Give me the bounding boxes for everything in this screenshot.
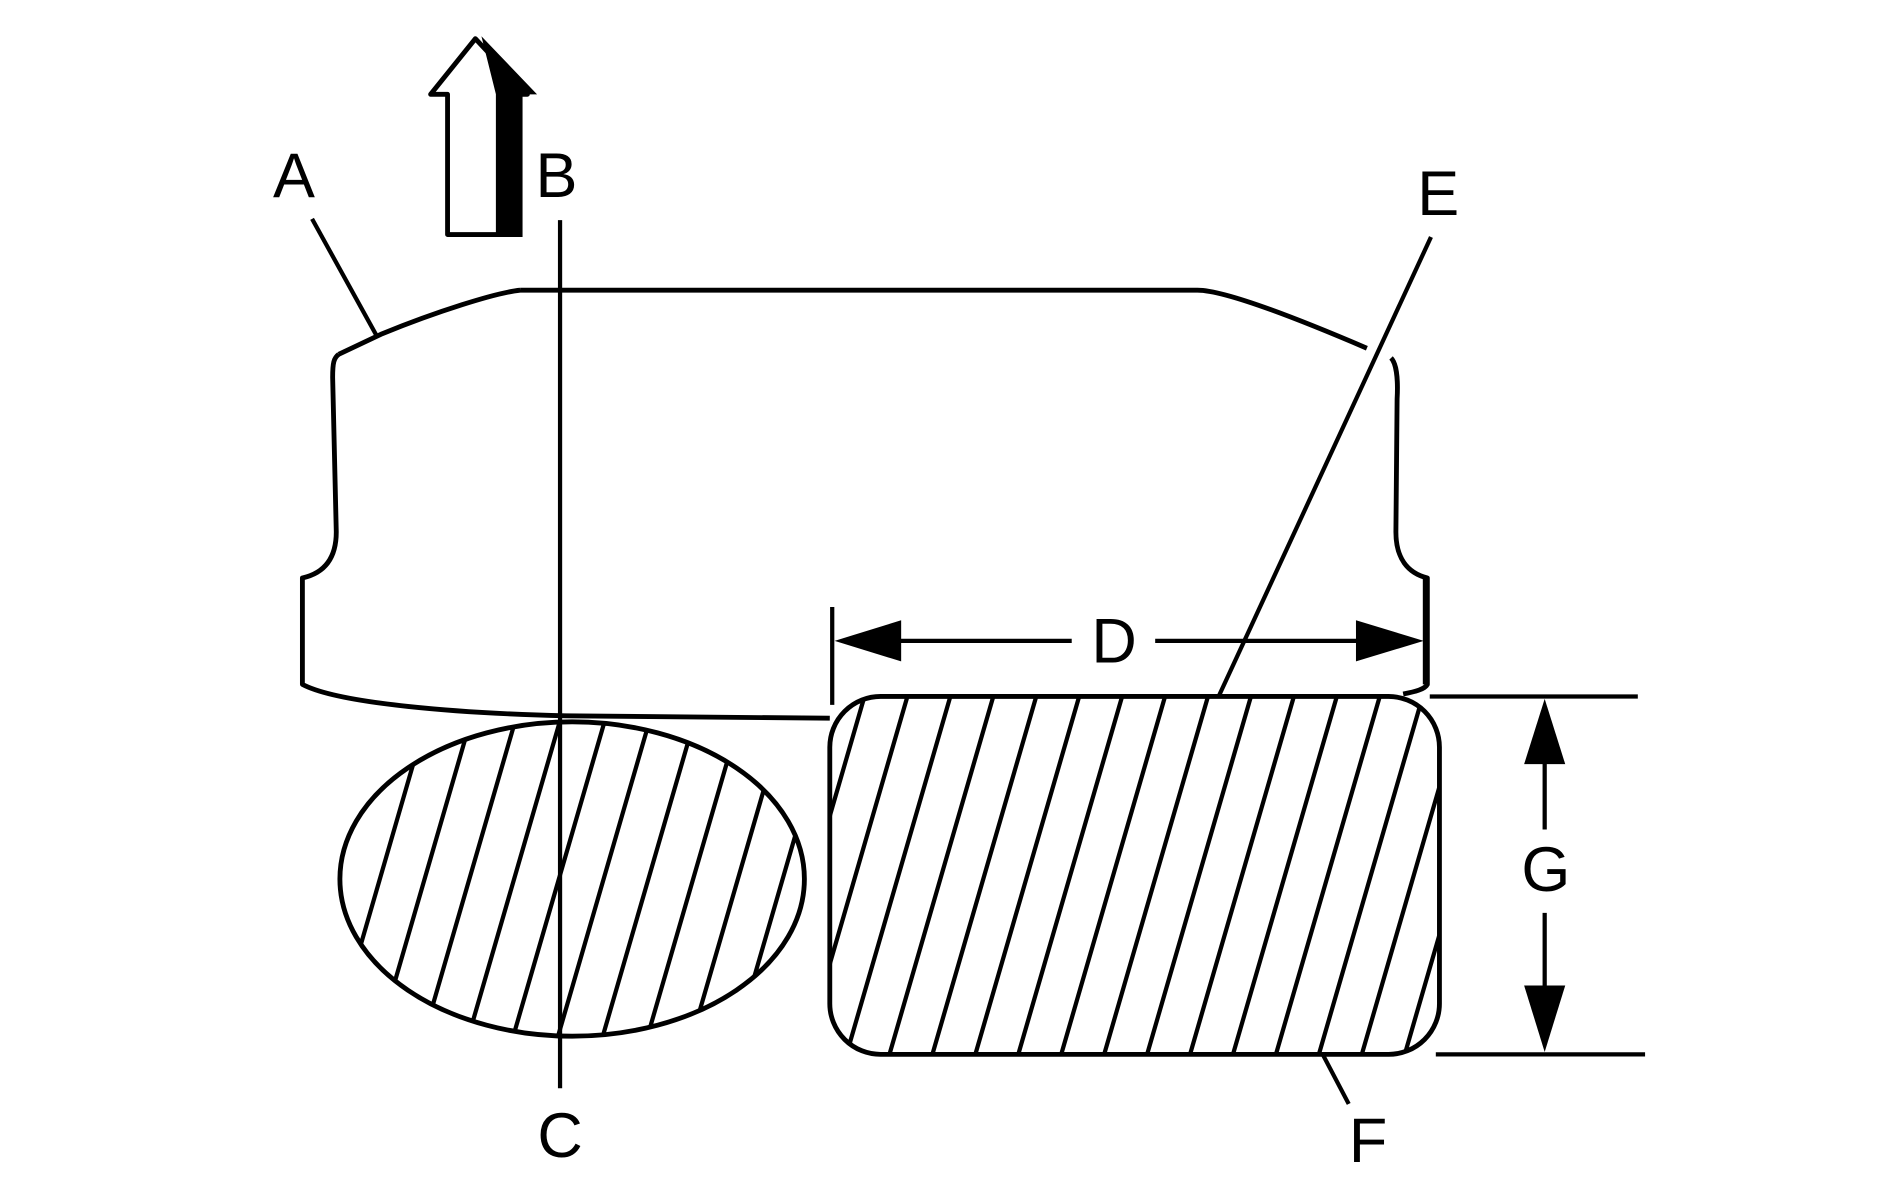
hatch-line (339, 721, 386, 1037)
hatch-line (829, 696, 869, 1055)
up-arrow-icon (428, 36, 538, 237)
rectangular-section (629, 689, 1442, 1064)
hatch-line (629, 689, 738, 1064)
hatch-line (715, 689, 824, 1064)
hatch-line (1013, 696, 1127, 1055)
hatch-line (732, 721, 805, 1037)
hatch-line (553, 721, 654, 1037)
elliptical-section (337, 719, 807, 1039)
hatch-line (508, 721, 609, 1037)
label-a: A (273, 141, 315, 211)
leader-f (1321, 1054, 1351, 1105)
hatch-line (970, 696, 1084, 1055)
hatch-line (1314, 696, 1427, 1055)
label-e: E (1417, 159, 1459, 229)
upper-body-outline (299, 287, 1430, 721)
hatch-line (1099, 696, 1213, 1055)
label-f: F (1349, 1106, 1387, 1176)
label-b: B (535, 141, 577, 211)
hatch-line (829, 696, 912, 1055)
dimension-g (1429, 694, 1646, 1057)
hatch-line (1185, 696, 1299, 1055)
hatch-line (1228, 696, 1341, 1055)
hatch-line (776, 721, 805, 1037)
hatch-line (463, 721, 565, 1037)
label-d: D (1091, 607, 1136, 677)
hatch-line (597, 721, 699, 1037)
hatch-line (418, 721, 520, 1037)
hatch-line (339, 721, 341, 1037)
hatch-line (687, 721, 788, 1037)
hatch-line (1056, 696, 1170, 1055)
hatch-line (374, 721, 475, 1037)
hatch-line (1399, 696, 1440, 1055)
hatch-line (1356, 696, 1440, 1055)
dimension-d (830, 577, 1428, 705)
label-g: G (1521, 835, 1570, 905)
hatch-line (927, 696, 1041, 1055)
hatch-line (1271, 696, 1384, 1055)
leader-a (310, 217, 379, 336)
hatch-line (884, 696, 998, 1055)
hatch-line (642, 721, 744, 1037)
hatch-line (841, 696, 955, 1055)
leader-e (1216, 236, 1433, 699)
label-c: C (537, 1101, 582, 1171)
hatch-line (1142, 696, 1256, 1055)
